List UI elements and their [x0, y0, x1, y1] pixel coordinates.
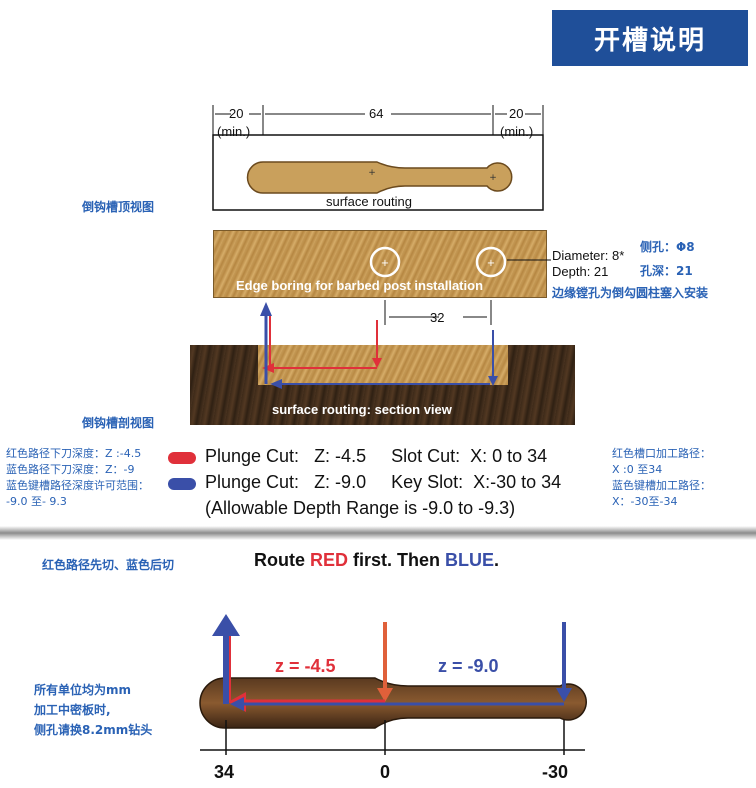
- section-divider: [0, 526, 756, 540]
- svg-text:+: +: [368, 168, 376, 178]
- note-key-range-values: -9.0 至- 9.3: [6, 495, 67, 508]
- diameter-label: Diameter: 8*: [552, 248, 625, 263]
- units-note-3: 侧孔请换8.2mm钻头: [34, 723, 153, 737]
- svg-text:+: +: [487, 258, 495, 269]
- note-red-depth: 红色路径下刀深度：Z :-4.5: [6, 447, 142, 460]
- z-blue-label: z = -9.0: [438, 656, 499, 676]
- z-red-label: z = -4.5: [275, 656, 336, 676]
- route-title: Route RED first. Then BLUE.: [254, 550, 499, 571]
- page-title: 开槽说明: [593, 25, 706, 56]
- top-view-label: 倒钩槽顶视图: [82, 200, 155, 214]
- note-key-range: 蓝色键槽路径深度许可范围：: [6, 479, 149, 492]
- note-red-path-range: X :0 至34: [612, 463, 663, 476]
- legend-line-1: Plunge Cut: Z: -4.5 Slot Cut: X: 0 to 34: [205, 446, 548, 466]
- svg-text:+: +: [381, 258, 389, 269]
- units-note-1: 所有单位均为mm: [34, 683, 132, 697]
- note-blue-path: 蓝色键槽加工路径：: [612, 479, 711, 492]
- note-blue-depth: 蓝色路径下刀深度：Z：-9: [6, 463, 135, 476]
- depth-label: Depth: 21: [552, 264, 609, 279]
- dim-left: 20: [229, 106, 244, 121]
- units-note-2: 加工中密板时,: [34, 703, 111, 717]
- units-notes: 所有单位均为mm 加工中密板时, 侧孔请换8.2mm钻头: [34, 680, 152, 740]
- route-order-cn: 红色路径先切、蓝色后切: [42, 558, 175, 572]
- dim-offset: 32: [430, 310, 445, 325]
- edge-holes: + +: [369, 246, 551, 325]
- route-title-end: .: [494, 550, 500, 570]
- dim-center: 64: [369, 106, 384, 121]
- section-caption: surface routing: section view: [272, 402, 452, 417]
- dim-right-sub: (min.): [500, 124, 534, 139]
- note-blue-path-range: X：-30至-34: [612, 495, 678, 508]
- section-arrows: [260, 302, 498, 389]
- route-title-mid: first. Then: [348, 550, 446, 570]
- axis-label-neg30: -30: [542, 762, 569, 782]
- route-title-red: RED: [310, 550, 349, 570]
- route-diagram: [199, 614, 587, 755]
- side-hole-cn: 侧孔：Φ8: [640, 240, 695, 254]
- axis-label-0: 0: [380, 762, 391, 782]
- edge-caption: Edge boring for barbed post installation: [236, 278, 484, 293]
- route-title-prefix: Route: [254, 550, 310, 570]
- edge-note-cn: 边缘镗孔为倒勾圆柱塞入安装: [552, 286, 709, 300]
- blue-swatch: [168, 478, 196, 490]
- top-view-caption: surface routing: [326, 194, 412, 209]
- page-title-badge: 开槽说明: [552, 10, 748, 66]
- svg-text:+: +: [489, 173, 497, 183]
- dim-right: 20: [509, 106, 524, 121]
- legend-line-2: Plunge Cut: Z: -9.0 Key Slot: X:-30 to 3…: [205, 472, 562, 492]
- edge-board: [213, 230, 547, 298]
- section-slot: [258, 345, 508, 385]
- top-view-diagram: + +: [212, 105, 544, 211]
- hole-depth-cn: 孔深：21: [640, 264, 693, 278]
- red-swatch: [168, 452, 196, 464]
- axis-label-34: 34: [214, 762, 235, 782]
- section-view-label: 倒钩槽剖视图: [82, 416, 155, 430]
- route-title-blue: BLUE: [445, 550, 495, 570]
- note-red-path: 红色槽口加工路径：: [612, 447, 711, 460]
- legend-line-3: (Allowable Depth Range is -9.0 to -9.3): [205, 498, 516, 518]
- legend-right-notes: 红色槽口加工路径： X :0 至34 蓝色键槽加工路径： X：-30至-34: [612, 446, 752, 510]
- legend-left-notes: 红色路径下刀深度：Z :-4.5 蓝色路径下刀深度：Z：-9 蓝色键槽路径深度许…: [6, 446, 166, 510]
- dim-left-sub: (min.): [217, 124, 251, 139]
